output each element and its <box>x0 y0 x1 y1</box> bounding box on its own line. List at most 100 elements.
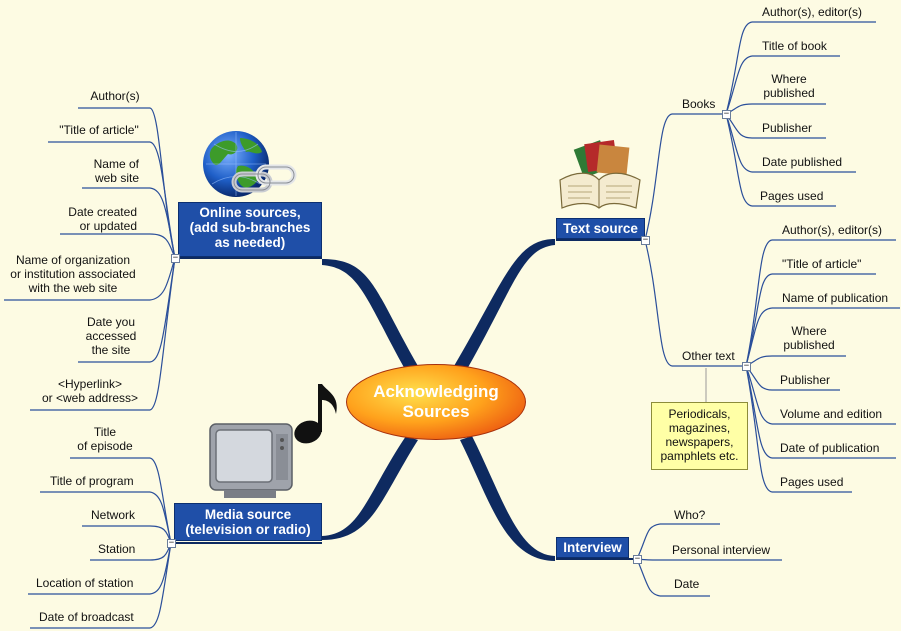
leaf-line: Author(s), editor(s) <box>782 223 883 237</box>
media-item-location-of-station[interactable]: Location of station <box>36 576 133 590</box>
online-item-organization[interactable]: Name of organization or institution asso… <box>4 253 142 295</box>
media-item-title-of-episode[interactable]: Title of episode <box>72 425 138 453</box>
books-item-where-published[interactable]: Where published <box>756 72 822 100</box>
leaf-line: Pages used <box>780 475 844 489</box>
media-item-network[interactable]: Network <box>91 508 135 522</box>
leaf-line: Date of publication <box>780 441 880 455</box>
leaf-line: Date published <box>762 155 843 169</box>
interview-collapse-toggle[interactable]: − <box>633 554 642 564</box>
online-collapse-toggle[interactable]: − <box>171 253 180 263</box>
leaf-line: Where <box>771 72 807 86</box>
other-text-collapse-toggle[interactable]: − <box>742 361 751 371</box>
interview-title: Interview <box>563 540 622 555</box>
online-item-date-created[interactable]: Date created or updated <box>40 205 137 233</box>
globe-icon <box>203 131 269 197</box>
other-item-volume-and-edition[interactable]: Volume and edition <box>780 407 882 421</box>
other-item-author[interactable]: Author(s), editor(s) <box>782 223 882 237</box>
interview-branch[interactable]: Interview <box>556 537 629 558</box>
leaf-line: Date you <box>86 315 136 329</box>
leaf-line: Title of book <box>762 39 827 53</box>
leaf-line: Pages used <box>760 189 824 203</box>
leaf-line: <Hyperlink> <box>57 377 123 391</box>
media-source-branch[interactable]: Media source (television or radio) <box>174 503 322 541</box>
leaf-line: Location of station <box>36 576 134 590</box>
music-note-icon <box>294 384 337 444</box>
books-item-pages-used[interactable]: Pages used <box>760 189 823 203</box>
television-icon <box>209 423 293 498</box>
interview-item-who[interactable]: Who? <box>674 508 705 522</box>
note-line: magazines, <box>668 421 731 435</box>
online-item-author[interactable]: Author(s) <box>80 89 150 103</box>
other-item-title-of-article[interactable]: "Title of article" <box>782 257 861 271</box>
leaf-line: Title of program <box>50 474 134 488</box>
leaf-line: Personal interview <box>672 543 771 557</box>
media-item-title-of-program[interactable]: Title of program <box>50 474 134 488</box>
media-source-title-1: Media source <box>204 507 292 522</box>
other-item-name-of-publication[interactable]: Name of publication <box>782 291 888 305</box>
books-item-author[interactable]: Author(s), editor(s) <box>762 5 862 19</box>
leaf-line: with the web site <box>28 281 118 295</box>
online-item-name-of-web-site[interactable]: Name of web site <box>60 157 139 185</box>
leaf-line: web site <box>94 171 139 185</box>
leaf-line: "Title of article" <box>59 123 139 137</box>
other-text-note[interactable]: Periodicals, magazines, newspapers, pamp… <box>651 402 748 470</box>
leaf-line: Network <box>91 508 136 522</box>
other-text-label[interactable]: Other text <box>682 349 735 363</box>
leaf-line: Name of <box>93 157 139 171</box>
other-item-pages-used[interactable]: Pages used <box>780 475 843 489</box>
note-line: pamphlets etc. <box>660 449 739 463</box>
leaf-line: of episode <box>77 439 133 453</box>
online-sources-title-2: (add sub-branches <box>189 220 311 235</box>
central-topic[interactable]: Acknowledging Sources <box>346 364 526 440</box>
books-item-title-of-book[interactable]: Title of book <box>762 39 827 53</box>
leaf-line: Publisher <box>762 121 813 135</box>
text-source-collapse-toggle[interactable]: − <box>641 235 650 245</box>
leaf-line: Publisher <box>780 373 831 387</box>
connector-interview <box>460 436 555 561</box>
books-icon <box>559 140 641 209</box>
leaf-line: Other text <box>682 349 735 363</box>
leaf-line: published <box>763 86 815 100</box>
online-item-date-accessed[interactable]: Date you accessed the site <box>80 315 142 357</box>
online-sources-title-1: Online sources, <box>199 205 301 220</box>
media-item-date-of-broadcast[interactable]: Date of broadcast <box>39 610 134 624</box>
note-line: Periodicals, <box>668 407 731 421</box>
leaf-line: Author(s), editor(s) <box>762 5 863 19</box>
online-item-hyperlink[interactable]: <Hyperlink> or <web address> <box>30 377 150 405</box>
leaf-line: Author(s) <box>90 89 140 103</box>
media-source-title-2: (television or radio) <box>185 522 311 537</box>
interview-item-date[interactable]: Date <box>674 577 699 591</box>
leaf-line: Date created <box>68 205 137 219</box>
leaf-line: Volume and edition <box>780 407 883 421</box>
leaf-line: Books <box>682 97 716 111</box>
connector-media <box>322 436 418 540</box>
central-topic-line2: Sources <box>402 402 470 421</box>
leaf-line: "Title of article" <box>782 257 862 271</box>
leaf-line: published <box>783 338 835 352</box>
connector-online <box>322 259 418 371</box>
media-collapse-toggle[interactable]: − <box>167 538 176 548</box>
leaf-line: Who? <box>674 508 706 522</box>
leaf-line: or updated <box>79 219 137 233</box>
note-line: newspapers, <box>665 435 734 449</box>
other-item-date-of-publication[interactable]: Date of publication <box>780 441 879 455</box>
leaf-line: Name of publication <box>782 291 889 305</box>
chain-link-icon <box>231 164 297 193</box>
leaf-line: accessed <box>85 329 137 343</box>
books-label[interactable]: Books <box>682 97 715 111</box>
books-item-date-published[interactable]: Date published <box>762 155 842 169</box>
online-sources-branch[interactable]: Online sources, (add sub-branches as nee… <box>178 202 322 257</box>
interview-item-personal-interview[interactable]: Personal interview <box>672 543 770 557</box>
online-item-title-of-article[interactable]: "Title of article" <box>48 123 150 137</box>
leaf-line: or <web address> <box>41 391 139 405</box>
other-item-where-published[interactable]: Where published <box>776 324 842 352</box>
other-item-publisher[interactable]: Publisher <box>780 373 830 387</box>
books-item-publisher[interactable]: Publisher <box>762 121 812 135</box>
text-source-branch[interactable]: Text source <box>556 218 645 239</box>
books-collapse-toggle[interactable]: − <box>722 109 731 119</box>
central-topic-line1: Acknowledging <box>373 382 499 401</box>
leaf-line: Name of organization <box>15 253 131 267</box>
media-item-station[interactable]: Station <box>98 542 135 556</box>
